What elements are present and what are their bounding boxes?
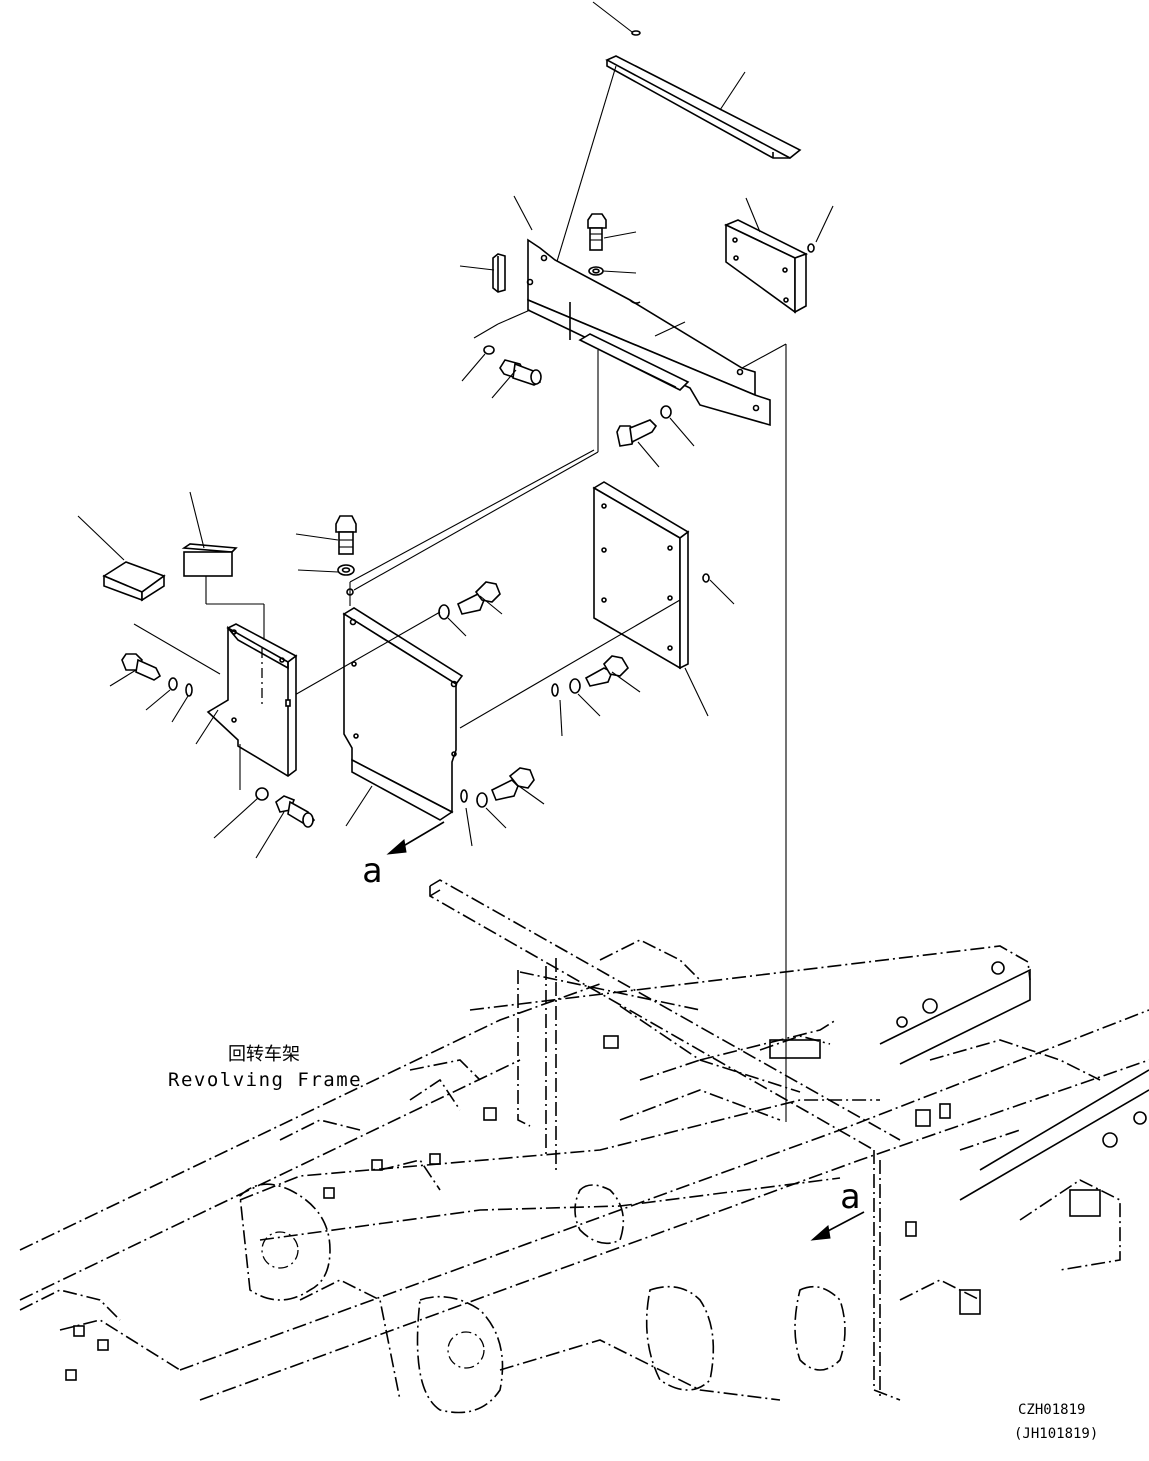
left-bracket [206,623,298,777]
frame-label-cn: 回转车架 [228,1044,300,1065]
upper-bracket [526,238,771,427]
bolt-center-top [335,515,357,576]
leader-lines-left [77,491,285,859]
bolts-left [121,653,316,828]
leader-lines-top [554,1,746,269]
bolt-upper-vertical [587,213,607,276]
spacer-block [492,253,506,293]
box-label-right [181,543,238,577]
view-marker-upper: a [362,851,382,891]
view-marker-lower: a [840,1177,860,1217]
revolving-frame [19,879,1149,1414]
leader-lines-upper [459,195,834,468]
view-arrow-lower: a [810,1177,865,1241]
view-arrow-upper: a [362,821,445,891]
upper-plate [724,219,815,314]
drawing-number: CZH01819 [1018,1402,1085,1418]
center-panel [342,588,464,821]
bolt-upper-left [483,345,542,386]
bolt-center-lower-right [460,767,535,808]
box-label-left [102,561,166,602]
bolt-upper-right [616,405,672,447]
leader-lines-right-panel [349,449,735,729]
bolt-center-upper-right [438,581,501,620]
bolt-center-right [551,655,630,697]
frame-label-en: Revolving Frame [168,1069,362,1091]
leader-lines-center [285,533,641,847]
mount-guide-lines [353,343,787,1122]
right-panel [592,481,710,670]
drawing-number-alt: (JH101819) [1014,1426,1098,1442]
top-strip [605,30,802,159]
